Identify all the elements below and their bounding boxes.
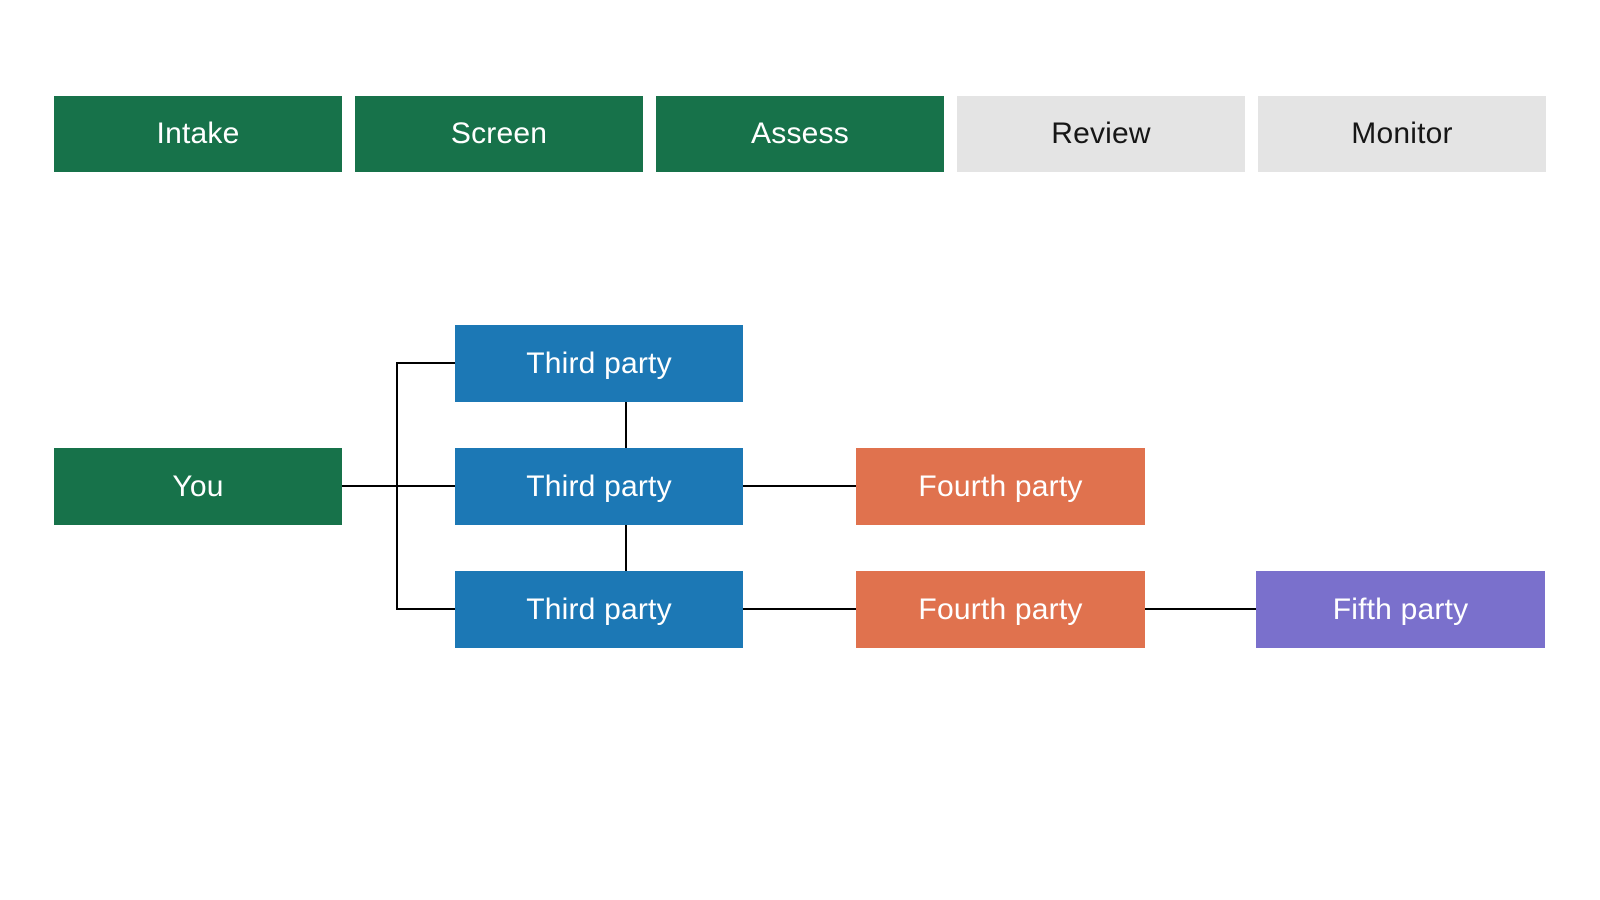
stage-intake: Intake [54,96,342,172]
edge-third-2-to-fourth-1-line [743,485,856,487]
edge-trunk-vertical-line [396,362,398,610]
node-fourth-party-2: Fourth party [856,571,1145,648]
node-third-party-2: Third party [455,448,743,525]
stage-screen: Screen [355,96,643,172]
node-fourth-party-1: Fourth party [856,448,1145,525]
node-third-party-3: Third party [455,571,743,648]
edge-trunk-to-third-3-line [397,608,455,610]
stage-assess: Assess [656,96,944,172]
node-you: You [54,448,342,525]
edge-trunk-to-third-1-line [397,362,455,364]
stage-monitor: Monitor [1258,96,1546,172]
edge-third-2-to-third-3-line [625,525,627,571]
edge-third-3-to-fourth-2-line [743,608,856,610]
stage-review: Review [957,96,1245,172]
edge-third-1-to-third-2-line [625,402,627,448]
edge-fourth-2-to-fifth-1-line [1145,608,1256,610]
node-fifth-party-1: Fifth party [1256,571,1545,648]
edge-you-to-third-2-line [342,485,455,487]
node-third-party-1: Third party [455,325,743,402]
